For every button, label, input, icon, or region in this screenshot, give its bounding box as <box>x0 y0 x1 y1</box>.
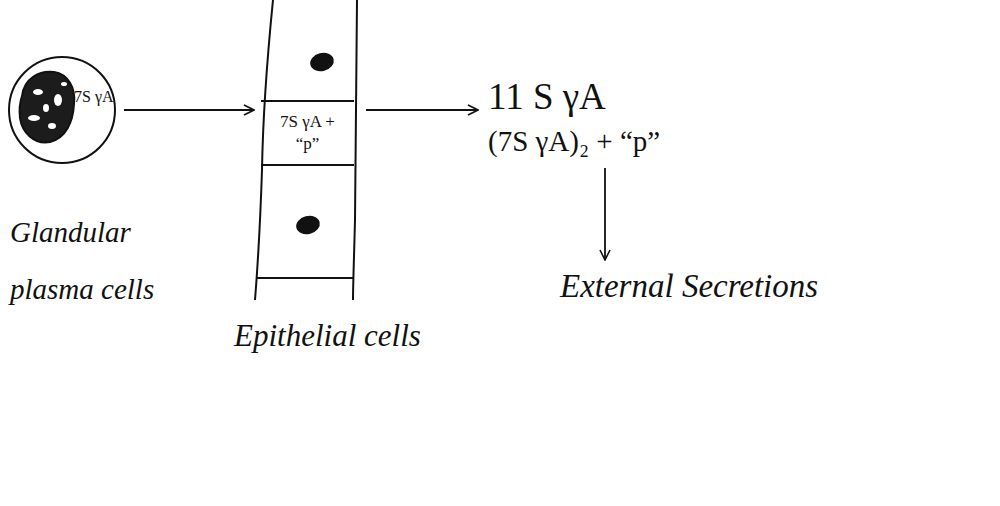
nucleus-spots <box>28 82 67 129</box>
cell-label: Epithelial cells <box>234 318 421 354</box>
epithelium: Epithelial cells7S γA + “p” <box>256 0 360 290</box>
epithelium-wall <box>353 0 357 300</box>
product-formula: (7S γA)₂ + “p” <box>488 125 660 158</box>
plasma-cell: 7S γAGlandular plasma cells <box>8 56 116 164</box>
product-name: 11 S γA <box>488 76 660 119</box>
cell-border <box>257 277 354 279</box>
cell-content: 7S γA + “p” <box>276 111 340 155</box>
destination-name: External Secretions <box>560 268 818 306</box>
cell-content: 7S γA <box>74 88 114 106</box>
epithelial-cell: 7S γA + “p” <box>261 100 354 166</box>
epithelium-wall <box>255 0 273 300</box>
plasma-nucleus <box>20 72 75 143</box>
product-label: 11 S γA (7S γA)₂ + “p” <box>488 76 660 158</box>
flow-arrow <box>604 168 606 260</box>
flow-arrow <box>366 109 478 111</box>
cell-nucleus <box>294 213 322 237</box>
cell-label: Glandular plasma cells <box>10 204 175 318</box>
cell-nucleus <box>308 50 336 74</box>
flow-arrow <box>124 109 254 111</box>
destination-label: External Secretions <box>560 268 818 306</box>
